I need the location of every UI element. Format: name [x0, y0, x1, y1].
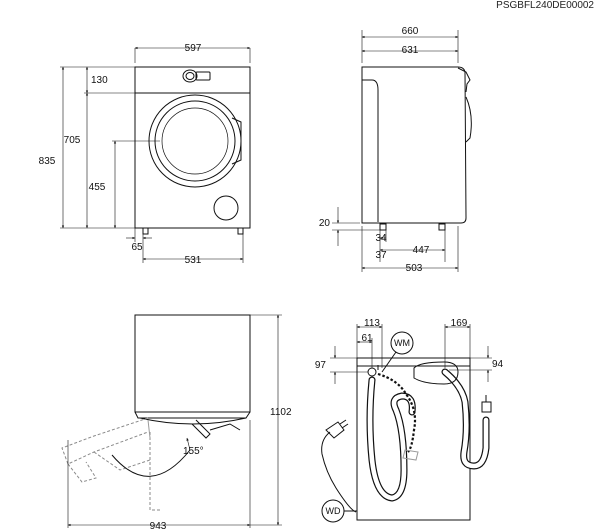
side-foot-rear [379, 223, 387, 231]
open-cabinet [134, 314, 251, 413]
dim-top-height: 130 [91, 75, 108, 86]
side-foot-front [438, 223, 446, 231]
dim-span-503: 503 [406, 263, 423, 274]
side-dimensions: 660 631 20 34 37 447 503 [319, 26, 459, 274]
side-view [361, 66, 472, 231]
dim-foot-a: 34 [375, 233, 387, 244]
filter-cover-icon [213, 195, 239, 221]
back-top-cover [413, 361, 459, 385]
front-foot-right [237, 227, 244, 235]
dim-inlet-left: 113 [364, 318, 380, 329]
open-dimensions: 1102 943 [67, 314, 292, 532]
dim-door-lower: 455 [89, 182, 106, 193]
inlet-connector-icon [367, 367, 377, 377]
power-plug-icon [325, 421, 345, 439]
dim-foot-offset: 65 [131, 242, 143, 253]
inlet-tap-connector [481, 401, 492, 413]
dim-total-height: 835 [39, 156, 56, 167]
inlet-hose-dashed [377, 372, 417, 453]
dim-foot-span: 531 [185, 255, 202, 266]
dim-open-depth: 943 [150, 521, 167, 532]
dim-foot-b: 37 [375, 250, 387, 261]
front-dimensions: 597 130 705 835 455 65 531 [39, 43, 251, 266]
back-cabinet [356, 357, 471, 521]
dim-door-angle: 155° [183, 446, 204, 457]
dim-side-depth-total: 660 [402, 26, 419, 37]
side-panel-top [457, 67, 471, 93]
front-foot-left [142, 227, 149, 235]
front-view [134, 66, 251, 235]
open-hinge-arm [209, 423, 241, 431]
door-open-view: 155° [61, 314, 251, 511]
dim-front-width: 597 [185, 43, 202, 54]
door-glass [161, 107, 229, 175]
door-outer-ring [148, 94, 242, 188]
open-angle-arc [111, 449, 191, 477]
diagram-code: PSGBFL240DE00002 [496, 0, 594, 11]
open-door-dashed-glass [93, 451, 151, 471]
program-knob-icon [182, 69, 198, 83]
open-door-lower-edge [139, 417, 247, 425]
open-door-dashed-side [149, 432, 160, 511]
dim-right-height: 94 [492, 359, 504, 370]
open-base [134, 411, 251, 419]
open-door-hinge [191, 419, 211, 439]
dim-door-center: 705 [64, 135, 81, 146]
dim-foot-height: 20 [319, 218, 331, 229]
open-door-dashed-handle [67, 461, 97, 483]
back-dimensions: 113 61 169 97 94 [315, 318, 504, 384]
power-cable [321, 431, 357, 513]
dim-right-offset: 169 [451, 318, 468, 329]
side-door-bulge [465, 96, 472, 143]
dim-side-depth-body: 631 [402, 45, 419, 56]
front-cabinet [134, 66, 251, 229]
dim-open-height: 1102 [270, 407, 292, 418]
back-valve [402, 449, 419, 461]
open-door-dashed-top [61, 417, 149, 465]
door-handle [231, 117, 242, 165]
side-cabinet [361, 66, 467, 224]
tag-drain: WD [326, 506, 341, 516]
dim-left-height: 97 [315, 360, 327, 371]
side-back-profile [362, 79, 379, 222]
dim-inlet-small: 61 [361, 333, 373, 344]
display-icon [195, 71, 211, 81]
dim-span-447: 447 [413, 245, 430, 256]
back-view: WM WD [321, 331, 492, 523]
tag-inlet-circle [390, 331, 414, 355]
tag-inlet: WM [394, 338, 410, 348]
door-inner-ring [154, 100, 236, 182]
